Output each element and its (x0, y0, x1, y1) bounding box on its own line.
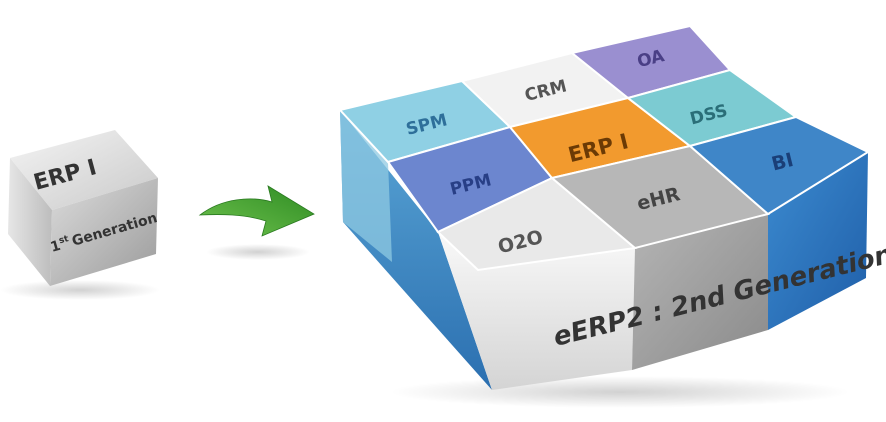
cube-top-face (10, 130, 158, 210)
arrow-shape (198, 185, 315, 237)
tile-bi (687, 115, 871, 216)
block-shadow (390, 376, 850, 408)
arrow-shadow (206, 244, 310, 260)
block-left-face-upper (340, 110, 392, 262)
second-generation-block: SPM CRM OA PPM ERP I DSS O2O eHR BI eERP… (338, 24, 886, 408)
first-gen-number: 1 (49, 238, 63, 256)
right-arrow-icon (198, 185, 315, 260)
cube-front-face (50, 178, 158, 286)
tile-grid (338, 24, 871, 272)
cube-shadow (0, 280, 160, 300)
cube-left-face (8, 158, 52, 286)
block-front-face-middle (632, 214, 768, 370)
first-gen-suffix: st (58, 234, 71, 246)
first-generation-cube: ERP I 1stGeneration (0, 130, 160, 300)
tile-label-bi: BI (769, 149, 795, 176)
block-front-face-right (768, 152, 868, 330)
